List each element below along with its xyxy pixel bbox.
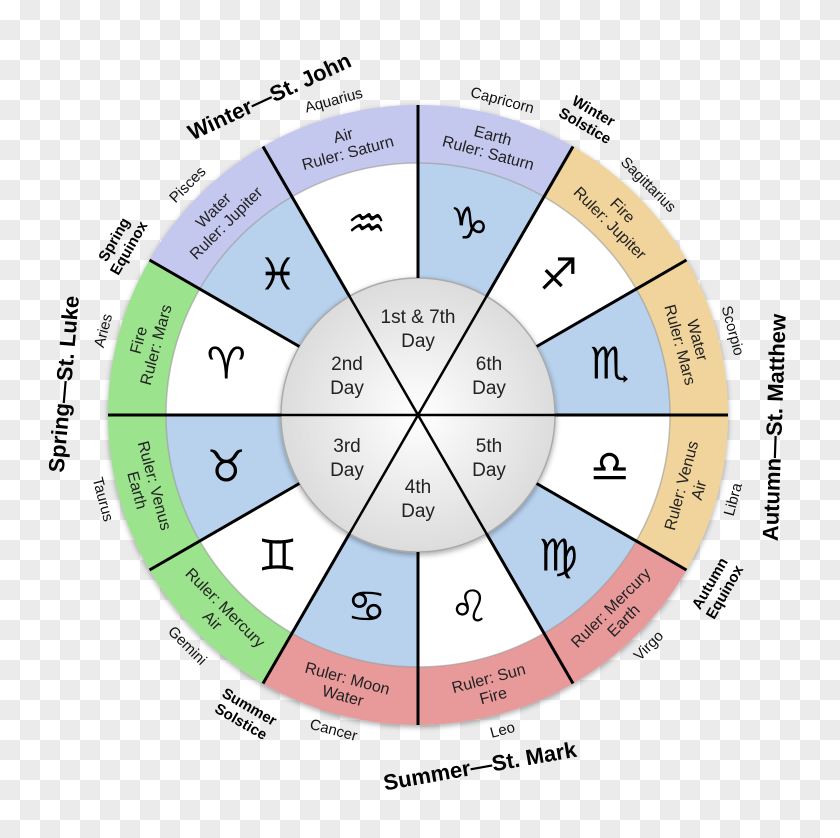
gemini-glyph-icon: ♊︎	[258, 530, 297, 581]
scorpio-glyph-icon: ♏︎	[590, 339, 629, 390]
taurus-glyph-icon: ♉︎	[207, 441, 246, 492]
sagittarius-glyph-icon: ♐︎	[539, 250, 578, 301]
virgo-glyph-icon: ♍︎	[539, 530, 578, 581]
day-label: 3rd	[333, 436, 360, 457]
day-label: Day	[472, 378, 506, 399]
element-segment-taurus	[108, 415, 200, 570]
element-segment-scorpio	[636, 260, 728, 415]
sign-segment-capricorn	[418, 163, 544, 297]
day-label: 5th	[476, 436, 502, 457]
zodiac-glyph-ring: ♑︎ ♐︎♏︎ ♎︎♍︎ ♌︎ ♋︎ ♊︎♉︎ ♈︎♓︎ ♒︎	[165, 162, 671, 668]
element-line-1: Air	[332, 125, 356, 147]
divider-line	[485, 532, 575, 685]
cancer-glyph-icon: ♋︎	[347, 582, 386, 633]
sign-segment-scorpio	[536, 289, 670, 415]
sign-segment-aquarius	[292, 163, 418, 297]
day-label: 1st & 7th	[381, 307, 456, 328]
element-segment-sagittarius	[544, 146, 687, 289]
element-segment-capricorn	[418, 105, 573, 197]
sign-name-scorpio: Scorpio	[718, 304, 748, 358]
day-label: Day	[330, 378, 364, 399]
element-segment-virgo	[544, 541, 687, 684]
day-label: 6th	[476, 354, 502, 375]
divider-line	[261, 532, 351, 685]
day-label: 4th	[405, 477, 431, 498]
element-segment-pisces	[149, 146, 292, 289]
sign-segment-aries	[166, 289, 300, 415]
element-segment-aries	[108, 260, 200, 415]
element-segment-cancer	[263, 633, 418, 725]
day-divider-line	[348, 295, 488, 535]
season-title-2: Summer—St. Mark	[381, 737, 579, 796]
sign-segment-leo	[418, 533, 544, 667]
sign-name-leo: Leo	[488, 719, 517, 742]
divider-line	[148, 482, 301, 572]
day-label: Day	[472, 460, 506, 481]
element-line-1: Fire	[128, 325, 152, 356]
sign-name-taurus: Taurus	[89, 476, 117, 524]
sign-segment-taurus	[166, 415, 300, 541]
season-title-3: Spring—St. Luke	[44, 295, 84, 474]
day-circle: 1st & 7thDay6thDay5thDay4thDay3rdDay2ndD…	[280, 277, 556, 553]
pisces-glyph-icon: ♓︎	[258, 250, 297, 301]
day-label: Day	[401, 501, 435, 522]
divider-line	[535, 482, 688, 572]
day-label: Day	[401, 331, 435, 352]
divider-line	[261, 145, 351, 298]
day-label: 2nd	[331, 354, 363, 375]
sign-segment-libra	[536, 415, 670, 541]
day-label: Day	[330, 460, 364, 481]
sign-name-aries: Aries	[91, 312, 116, 349]
element-line-2: Fire	[478, 685, 509, 709]
divider-line	[148, 258, 301, 348]
leo-glyph-icon: ♌︎	[450, 582, 489, 633]
capricorn-glyph-icon: ♑︎	[450, 198, 489, 249]
divider-line	[485, 145, 575, 298]
element-segment-aquarius	[263, 105, 418, 197]
sign-segment-cancer	[292, 533, 418, 667]
element-line-2: Air	[689, 478, 711, 502]
sign-name-libra: Libra	[721, 481, 746, 518]
libra-glyph-icon: ♎︎	[590, 441, 629, 492]
divider-line	[535, 258, 688, 348]
season-title-1: Autumn—St. Matthew	[758, 313, 791, 542]
aries-glyph-icon: ♈︎	[207, 339, 246, 390]
divider-lines	[108, 105, 728, 725]
element-segment-gemini	[149, 541, 292, 684]
element-segment-libra	[636, 415, 728, 570]
sign-name-cancer: Cancer	[308, 716, 359, 745]
aquarius-glyph-icon: ♒︎	[347, 198, 386, 249]
element-segment-leo	[418, 633, 573, 725]
